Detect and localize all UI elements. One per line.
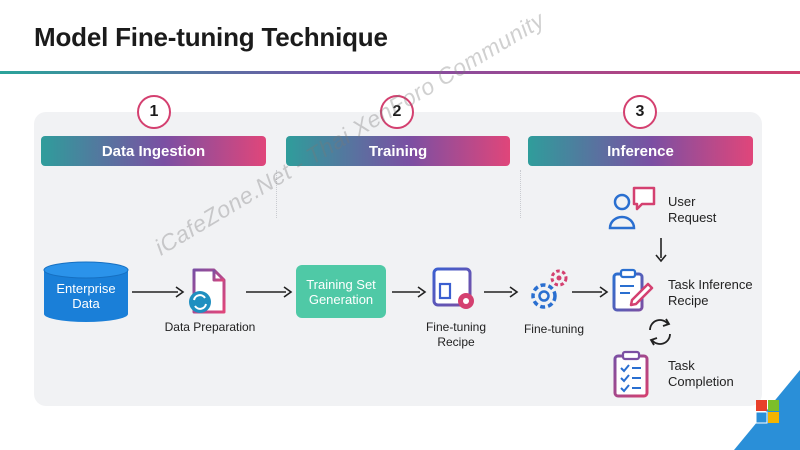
data-preparation-label: Data Preparation xyxy=(164,320,256,334)
user-request-label: User Request xyxy=(668,194,717,225)
phase-divider xyxy=(276,170,277,218)
arrow-right-icon xyxy=(246,286,293,298)
phase-number-3: 3 xyxy=(623,95,657,129)
enterprise-data-label: Enterprise Data xyxy=(56,281,116,311)
database-icon xyxy=(43,261,129,322)
data-preparation-icon xyxy=(189,268,226,314)
arrow-right-icon xyxy=(132,286,185,298)
phase-divider xyxy=(520,170,521,218)
training-set-generation-box: Training Set Generation xyxy=(296,265,386,318)
phase-header-inference: Inference xyxy=(528,136,753,166)
task-inference-recipe-label: Task Inference Recipe xyxy=(668,277,753,308)
phase-header-training: Training xyxy=(286,136,510,166)
phase-number-2: 2 xyxy=(380,95,414,129)
page-title: Model Fine-tuning Technique xyxy=(34,22,388,52)
arrow-right-icon xyxy=(484,286,519,298)
recipe-window-gear-icon xyxy=(432,267,474,309)
arrow-right-icon xyxy=(392,286,427,298)
cycle-icon xyxy=(649,318,671,346)
recipe-edit-icon xyxy=(612,268,654,312)
task-completion-label: Task Completion xyxy=(668,358,734,389)
phase-number-1: 1 xyxy=(137,95,171,129)
user-chat-icon xyxy=(608,186,656,230)
site-logo-icon xyxy=(734,370,800,450)
fine-tuning-label: Fine-tuning xyxy=(523,322,585,336)
fine-tuning-recipe-label: Fine-tuning Recipe xyxy=(425,320,487,349)
title-underline xyxy=(0,71,800,74)
arrow-down-icon xyxy=(655,238,667,263)
phase-header-data-ingestion: Data Ingestion xyxy=(41,136,266,166)
checklist-icon xyxy=(613,350,649,398)
arrow-right-icon xyxy=(572,286,609,298)
gear-icon xyxy=(531,269,568,309)
